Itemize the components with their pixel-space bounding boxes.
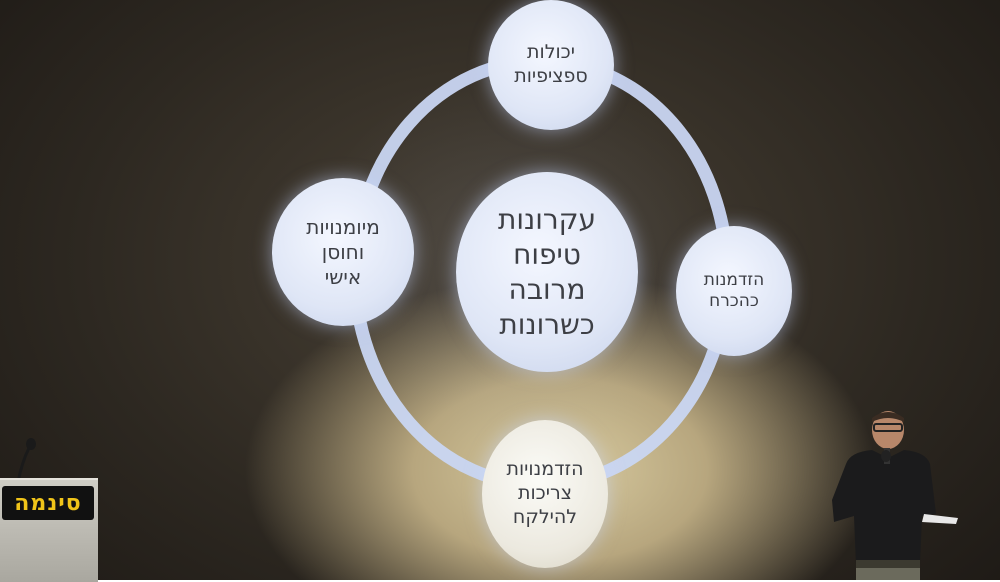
slide-node-left-text: מיומנויות וחוסן אישי	[306, 214, 380, 289]
speaker-figure	[832, 411, 958, 580]
slide-node-right: הזדמנות כהכרח	[676, 226, 792, 356]
slide-node-bottom-text: הזדמנויות צריכות להילקח	[506, 458, 584, 528]
slide-node-top: יכולות ספציפיות	[488, 0, 614, 130]
slide-node-left: מיומנויות וחוסן אישי	[272, 178, 414, 326]
lectern-logo: סינמה	[2, 486, 94, 520]
slide-node-center-text: עקרונות טיפוח מרובה כשרונות	[497, 203, 597, 341]
slide-node-top-text: יכולות ספציפיות	[514, 41, 588, 87]
slide-node-bottom: הזדמנויות צריכות להילקח	[482, 420, 608, 568]
slide-node-right-text: הזדמנות כהכרח	[703, 269, 765, 311]
slide-node-center: עקרונות טיפוח מרובה כשרונות	[456, 172, 638, 372]
